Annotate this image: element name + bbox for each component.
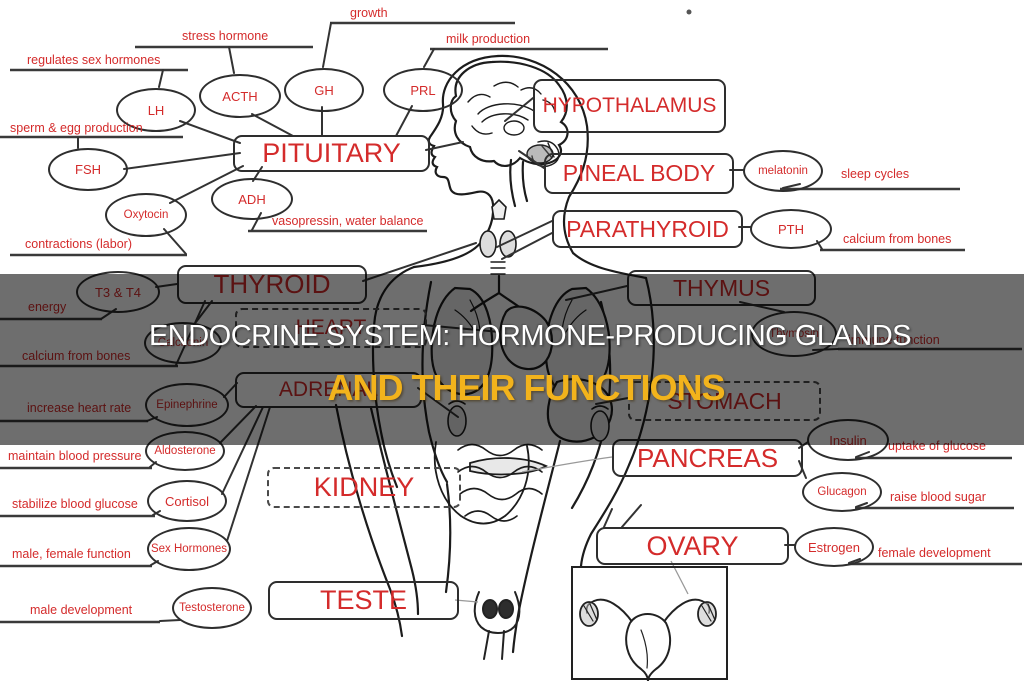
- function-label-maintain-blood-pressure: maintain blood pressure: [8, 449, 142, 463]
- hormone-oval-pth: PTH: [750, 209, 832, 249]
- function-label-stress-hormone: stress hormone: [182, 29, 269, 43]
- hormone-label-aldosterone: Aldosterone: [154, 445, 216, 457]
- hormone-label-prl: PRL: [410, 82, 436, 98]
- gland-label-pancreas: PANCREAS: [636, 442, 779, 473]
- function-label-raise-blood-sugar: raise blood sugar: [890, 490, 986, 504]
- hormone-label-lh: LH: [147, 102, 165, 118]
- gland-label-parathyroid: PARATHYROID: [566, 215, 729, 242]
- function-label-contractions-labor: contractions (labor): [25, 237, 132, 251]
- gland-label-ovary: OVARY: [646, 530, 739, 561]
- testes-illustration: [473, 591, 521, 660]
- gland-box-parathyroid: PARATHYROID: [552, 210, 743, 248]
- hormone-oval-gh: GH: [284, 68, 364, 112]
- gland-box-hypothalamus: HYPOTHALAMUS: [533, 79, 726, 133]
- hormone-label-adh: ADH: [238, 191, 266, 207]
- organ-label-kidney: KIDNEY: [313, 472, 415, 502]
- hormone-oval-sex-hormones: Sex Hormones: [147, 527, 231, 571]
- hormone-label-gh: GH: [314, 82, 334, 98]
- organ-box-kidney: KIDNEY: [267, 467, 461, 508]
- hormone-label-testosterone: Testosterone: [179, 602, 245, 614]
- gland-label-pineal-body: PINEAL BODY: [562, 160, 716, 186]
- hormone-label-sex-hormones: Sex Hormones: [150, 543, 228, 555]
- hormone-label-acth: ACTH: [222, 88, 258, 104]
- function-label-male-development: male development: [30, 603, 133, 617]
- hormone-oval-acth: ACTH: [199, 74, 281, 118]
- function-label-male-female-function: male, female function: [12, 547, 131, 561]
- function-label-milk-production: milk production: [446, 32, 531, 46]
- uterus-illustration: [579, 598, 717, 682]
- banner-title-line2: AND THEIR FUNCTIONS: [327, 367, 726, 408]
- gland-label-hypothalamus: HYPOTHALAMUS: [542, 94, 717, 117]
- hormone-label-oxytocin: Oxytocin: [123, 209, 169, 221]
- hormone-oval-adh: ADH: [211, 178, 293, 220]
- hormone-label-glucagon: Glucagon: [817, 486, 867, 498]
- hormone-oval-lh: LH: [116, 88, 196, 132]
- hormone-oval-oxytocin: Oxytocin: [105, 193, 187, 237]
- function-label-sperm-egg-production: sperm & egg production: [10, 121, 143, 135]
- hormone-oval-estrogen: Estrogen: [794, 527, 874, 567]
- hormone-label-fsh: FSH: [75, 162, 101, 177]
- gland-box-ovary: OVARY: [596, 527, 789, 565]
- function-label-vasopressin: vasopressin, water balance: [272, 214, 424, 228]
- function-label-growth: growth: [350, 6, 388, 20]
- hormone-label-estrogen: Estrogen: [807, 539, 861, 555]
- hormone-oval-prl: PRL: [383, 68, 463, 112]
- uterus-illustration-frame: [571, 566, 728, 680]
- hormone-oval-fsh: FSH: [48, 148, 128, 191]
- gland-box-teste: TESTE: [268, 581, 459, 620]
- gland-box-pineal-body: PINEAL BODY: [544, 153, 734, 194]
- banner-title-line1: ENDOCRINE SYSTEM: HORMONE-PRODUCING GLAN…: [148, 320, 912, 352]
- function-label-female-development: female development: [878, 546, 991, 560]
- function-label-calcium-from-bones-right: calcium from bones: [843, 232, 952, 246]
- hormone-oval-glucagon: Glucagon: [802, 472, 882, 512]
- hormone-oval-melatonin: melatonin: [743, 150, 823, 192]
- title-band-overlay: [0, 274, 1024, 445]
- gland-label-pituitary: PITUITARY: [262, 138, 401, 168]
- function-label-regulates-sex-hormones: regulates sex hormones: [27, 53, 161, 67]
- hormone-oval-testosterone: Testosterone: [172, 587, 252, 629]
- gland-box-pituitary: PITUITARY: [233, 135, 430, 172]
- hormone-label-pth: PTH: [778, 221, 804, 237]
- gland-label-teste: TESTE: [319, 585, 407, 615]
- function-label-stabilize-blood-glucose: stabilize blood glucose: [12, 497, 138, 511]
- hormone-label-melatonin: melatonin: [758, 165, 808, 177]
- function-label-sleep-cycles: sleep cycles: [841, 167, 910, 181]
- hormone-oval-cortisol: Cortisol: [147, 480, 227, 522]
- hormone-label-cortisol: Cortisol: [164, 493, 210, 509]
